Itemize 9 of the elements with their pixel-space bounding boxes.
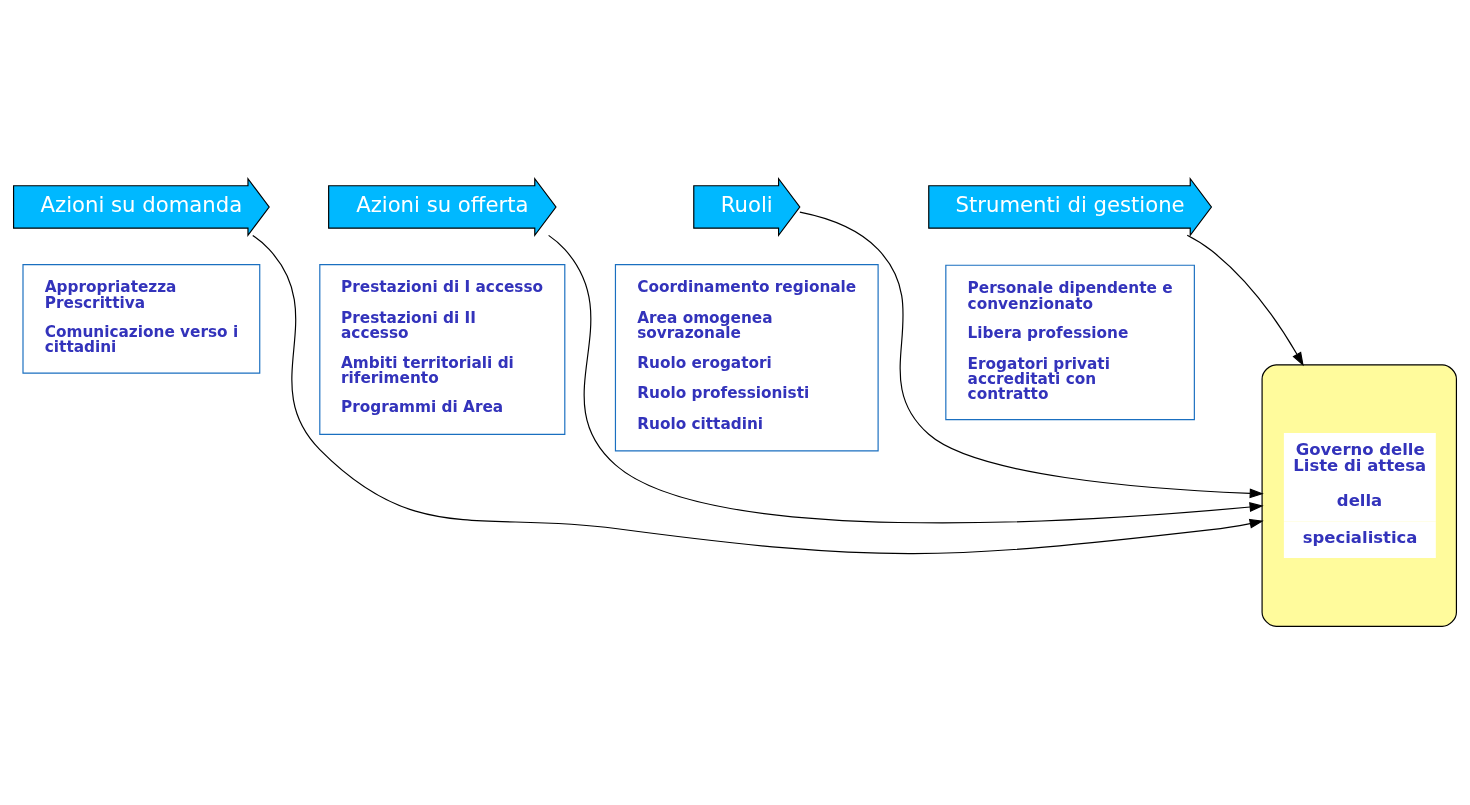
arrow	[252, 234, 1264, 555]
node-box: Governo delle Liste di attesa della specialistica	[1261, 364, 1457, 627]
arrow	[799, 211, 1264, 499]
node-box: Personale dipendente e convenzionato Libera professione Erogatori privati accreditati con contratto	[945, 264, 1195, 421]
arrow	[1186, 234, 1304, 367]
node-box: Coordinamento regionale Area omogenea sovrazonale Ruolo erogatori Ruolo professionisti Ruolo cittadini	[614, 264, 879, 452]
arrow	[548, 234, 1264, 524]
node-box: Appropriatezza Prescrittiva Comunicazione verso i cittadini	[22, 264, 261, 374]
node-box: Prestazioni di I accesso Prestazioni di II accesso Ambiti territoriali di riferimento Programmi di Area	[319, 264, 566, 435]
